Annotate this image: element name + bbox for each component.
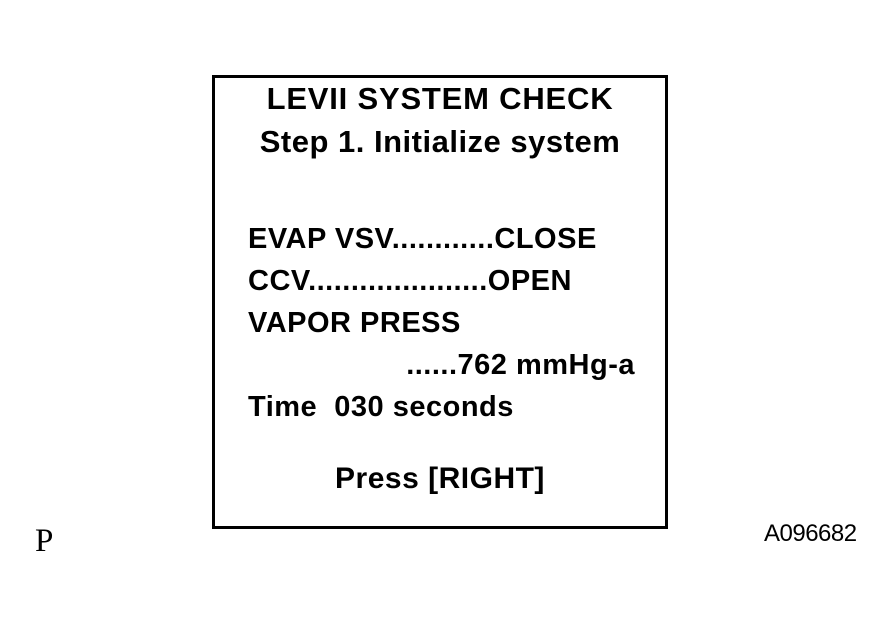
readout-vapor-press-label: VAPOR PRESS xyxy=(248,307,461,339)
readout-vapor-press-value: ......762 mmHg-a xyxy=(406,349,635,381)
screen-step-line: Step 1. Initialize system xyxy=(259,124,621,159)
tester-screen: LEVII SYSTEM CHECK Step 1. Initialize sy… xyxy=(212,75,668,529)
screen-title: LEVII SYSTEM CHECK xyxy=(266,81,614,116)
readout-ccv: CCV.....................OPEN xyxy=(248,265,572,297)
page-label: P xyxy=(35,523,54,559)
figure-code: A096682 xyxy=(764,520,857,547)
screen-prompt: Press [RIGHT] xyxy=(335,462,545,495)
readout-evap-vsv: EVAP VSV............CLOSE xyxy=(248,223,597,255)
readout-time: Time 030 seconds xyxy=(248,391,514,423)
readout-list: EVAP VSV............CLOSE CCV...........… xyxy=(215,218,665,428)
